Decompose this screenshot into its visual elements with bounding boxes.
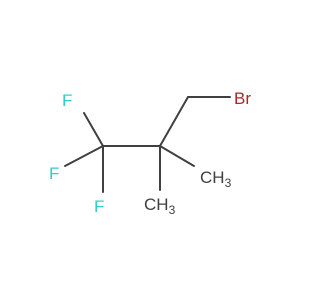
methyl-label-bottom: CH3 <box>144 195 176 217</box>
methyl-right-subscript: 3 <box>225 176 232 190</box>
methyl-label-right: CH3 <box>200 168 232 190</box>
fluorine-label-bottom: F <box>94 197 104 216</box>
bromine-label: Br <box>234 89 251 108</box>
methyl-bottom-subscript: 3 <box>169 203 176 217</box>
methyl-right-main: CH <box>200 168 225 187</box>
methyl-bottom-main: CH <box>144 195 169 214</box>
bond-cf3-f-top <box>83 112 104 147</box>
bond-cf3-f-left <box>64 145 104 167</box>
fluorine-label-left: F <box>49 164 59 183</box>
bond-quaternary-methyl-right <box>159 145 195 167</box>
bond-quaternary-ch2 <box>159 96 189 147</box>
molecule-structure: F F F Br CH3 CH3 <box>49 89 251 217</box>
fluorine-label-top: F <box>62 91 72 110</box>
